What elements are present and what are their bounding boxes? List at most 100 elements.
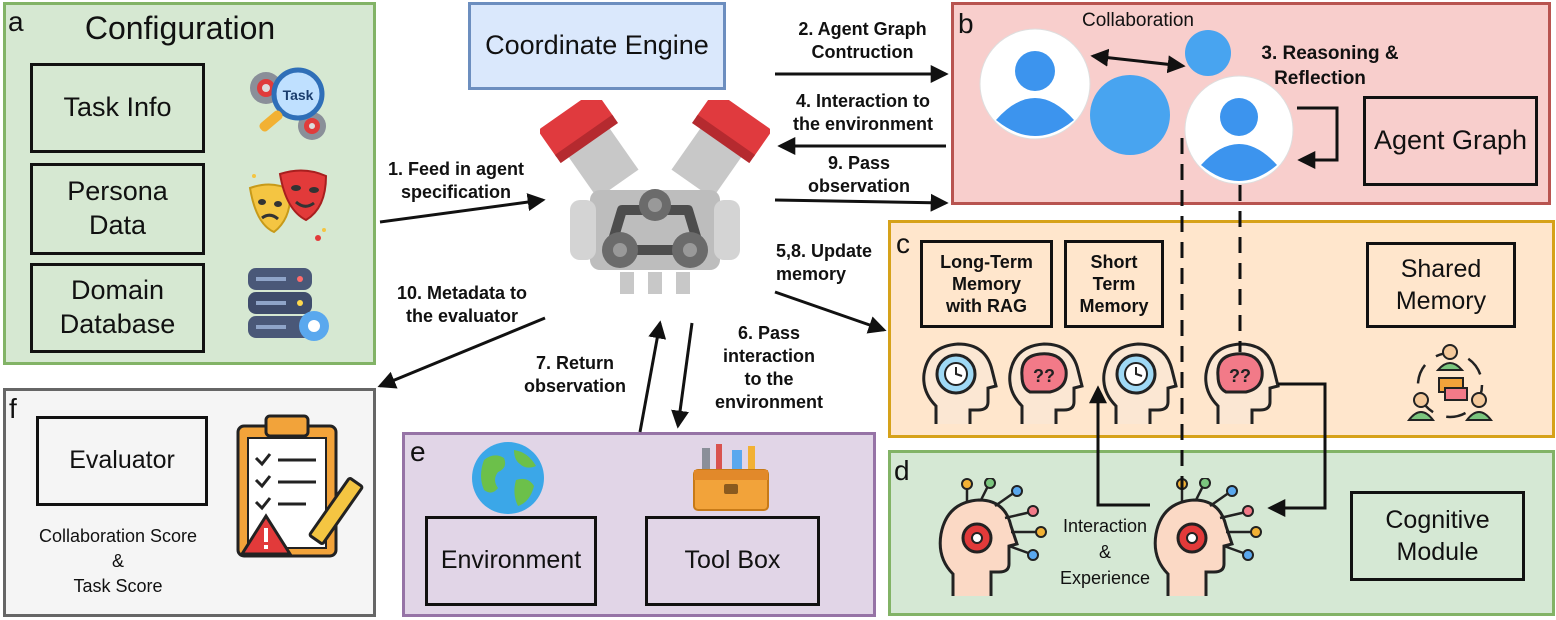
short-term-label-line3: Memory (1079, 296, 1149, 316)
toolbox-label: Tool Box (684, 546, 781, 575)
arrow-reflection-loop (1297, 106, 1339, 169)
arrow-pass-interaction (671, 322, 694, 429)
interaction-label-line3: Experience (1059, 568, 1151, 588)
arrow-collaboration (1090, 48, 1186, 74)
svg-text:??: ?? (1229, 366, 1251, 386)
domain-database-label: Domain Database (59, 275, 176, 339)
short-term-label-line1: Short (1090, 252, 1138, 272)
engine-icon (540, 100, 770, 300)
arrow-pass-observation (774, 193, 949, 212)
step6-line1: 6. Pass (737, 323, 801, 343)
persona-data-label: Persona Data (67, 176, 168, 240)
step6-line2: interaction (722, 346, 815, 366)
interaction-label-line1: Interaction (1062, 516, 1148, 536)
shared-memory-label-line1: Shared (1400, 255, 1482, 283)
arrow-feed-agent-spec (379, 193, 546, 224)
coordinate-engine-box: Coordinate Engine (468, 2, 726, 90)
ai-head-icon (935, 478, 1047, 598)
reasoning-label-line1: 3. Reasoning & (1261, 43, 1399, 64)
panel-letter-d: d (894, 455, 910, 486)
arrow-update-memory (774, 290, 887, 334)
task-icon-text: Task (283, 87, 314, 103)
reasoning-label-line2: Reflection (1274, 68, 1366, 89)
agent-avatar-icon (1183, 75, 1295, 185)
long-term-label-line3: with RAG (946, 296, 1027, 316)
long-term-label-line2: Memory (951, 274, 1022, 294)
collaboration-label: Collaboration (1082, 10, 1194, 31)
cognitive-module-label-line1: Cognitive (1385, 506, 1490, 534)
agent-avatar-icon (978, 28, 1092, 140)
step9-line1: 9. Pass (827, 153, 891, 173)
long-term-label-line1: Long-Term (940, 252, 1033, 272)
step10-line2: the evaluator (405, 306, 519, 326)
evaluator-label: Evaluator (69, 446, 175, 475)
task-search-icon: Task (244, 64, 332, 146)
step7-label: 7. Return observation (500, 352, 650, 398)
panel-letter-c: c (896, 228, 910, 259)
arrow-metadata-to-evaluator (377, 316, 546, 389)
toolbox-box: Tool Box (645, 516, 820, 606)
theater-masks-icon (244, 166, 332, 256)
step6-line3: to the (744, 369, 794, 389)
shared-memory-box: Shared Memory (1366, 242, 1516, 328)
step1-line2: specification (400, 182, 512, 202)
step7-line1: 7. Return (535, 353, 614, 373)
persona-data-box: Persona Data (30, 163, 205, 255)
panel-letter-e: e (410, 436, 426, 467)
configuration-title: Configuration (84, 10, 276, 46)
globe-icon (470, 440, 546, 516)
scores-label-line2: & (111, 551, 124, 571)
agent-node-icon (1090, 75, 1170, 155)
short-term-memory-box: Short Term Memory (1064, 240, 1164, 328)
cognitive-module-box: Cognitive Module (1350, 491, 1525, 581)
scores-label-line3: Task Score (73, 576, 163, 596)
step7-line2: observation (523, 376, 627, 396)
agent-graph-label: Agent Graph (1373, 125, 1528, 156)
arrow-experience-to-memory (1089, 385, 1150, 507)
agent-graph-box: Agent Graph (1363, 96, 1538, 186)
panel-letter-a: a (8, 6, 24, 37)
cognitive-module-label-line2: Module (1396, 538, 1479, 566)
step58-label: 5,8. Update memory (776, 240, 896, 286)
step2-line1: 2. Agent Graph (798, 19, 927, 39)
interaction-label-line2: & (1098, 542, 1111, 562)
clipboard-checklist-icon (232, 412, 368, 564)
panel-letter-f: f (9, 393, 17, 424)
panel-letter-b: b (958, 8, 974, 39)
step58-line2: memory (776, 264, 847, 284)
head-clock-icon (1098, 340, 1178, 426)
step1-label: 1. Feed in agent specification (366, 158, 546, 204)
shared-memory-label-line2: Memory (1395, 287, 1487, 315)
step10-label: 10. Metadata to the evaluator (372, 282, 552, 328)
head-brain-question-icon: ?? (1004, 340, 1084, 426)
environment-box: Environment (425, 516, 597, 606)
toolbox-icon (692, 440, 770, 512)
domain-database-box: Domain Database (30, 263, 205, 353)
short-term-label-line2: Term (1092, 274, 1136, 294)
step10-line1: 10. Metadata to (396, 283, 528, 303)
arrow-return-observation (638, 320, 667, 433)
task-info-label: Task Info (63, 92, 172, 123)
step1-line1: 1. Feed in agent (387, 159, 525, 179)
coordinate-engine-label: Coordinate Engine (485, 30, 709, 61)
environment-label: Environment (440, 546, 582, 575)
step4-line1: 4. Interaction to (795, 91, 930, 111)
head-brain-question-icon: ?? (1200, 340, 1280, 426)
shared-group-icon (1405, 342, 1495, 428)
step6-line4: environment (714, 392, 824, 412)
long-term-memory-box: Long-Term Memory with RAG (920, 240, 1053, 328)
step2-label: 2. Agent Graph Contruction (775, 18, 950, 64)
step4-line2: the environment (792, 114, 934, 134)
step9-label: 9. Pass observation (784, 152, 934, 198)
step9-line2: observation (807, 176, 911, 196)
svg-text:??: ?? (1033, 366, 1055, 386)
step58-line1: 5,8. Update (776, 241, 873, 261)
scores-label-line1: Collaboration Score (38, 526, 198, 546)
step6-label: 6. Pass interaction to the environment (694, 322, 844, 414)
step2-line2: Contruction (811, 42, 914, 62)
evaluator-box: Evaluator (36, 416, 208, 506)
ai-head-icon (1150, 478, 1262, 598)
step4-label: 4. Interaction to the environment (772, 90, 954, 136)
arrow-memory-to-cognitive (1267, 382, 1327, 517)
